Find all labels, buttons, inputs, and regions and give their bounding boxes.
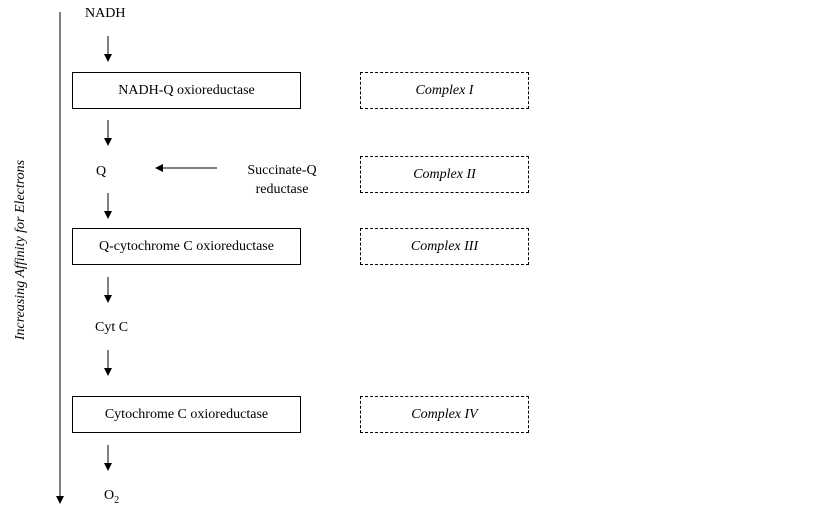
o2-subscript: 2 — [114, 494, 120, 506]
nadh-label: NADH — [85, 6, 126, 21]
complex4-name: Cytochrome C oxioreductase — [104, 406, 269, 422]
complex1-box: NADH-Q oxioreductase — [72, 72, 301, 109]
complex3-box: Q-cytochrome C oxioreductase — [72, 228, 301, 265]
complex-iii-label: Complex III — [410, 238, 479, 254]
o2-base: O — [104, 488, 115, 503]
complex-i-box: Complex I — [360, 72, 529, 109]
complex-iii-box: Complex III — [360, 228, 529, 265]
cytc-label: Cyt C — [95, 320, 129, 335]
q-label: Q — [96, 164, 107, 179]
o2-label: O2 — [104, 488, 119, 506]
affinity-axis-label: Increasing Affinity for Electrons — [13, 159, 28, 341]
complex-iv-box: Complex IV — [360, 396, 529, 433]
complex3-name: Q-cytochrome C oxioreductase — [99, 238, 274, 254]
complex-ii-box: Complex II — [360, 156, 529, 193]
complex-i-label: Complex I — [415, 82, 474, 98]
complex4-box: Cytochrome C oxioreductase — [72, 396, 301, 433]
succinate-q-reductase-label: Succinate-Q reductase — [232, 161, 332, 199]
succinate-line1: Succinate-Q — [247, 163, 317, 178]
complex1-name: NADH-Q oxioreductase — [118, 82, 255, 98]
complex-iv-label: Complex IV — [411, 406, 478, 422]
succinate-line2: reductase — [255, 182, 309, 197]
complex-ii-label: Complex II — [413, 166, 476, 182]
